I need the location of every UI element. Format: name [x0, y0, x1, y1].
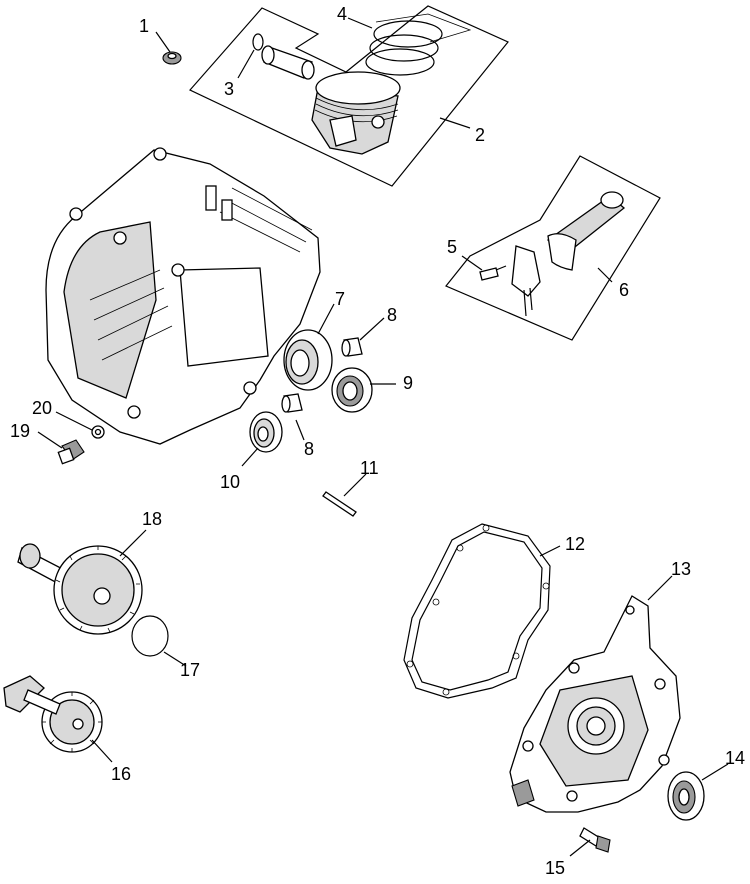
bolt-15 — [579, 827, 611, 853]
callout-8-upper: 8 — [387, 305, 397, 325]
piston — [311, 71, 401, 155]
ball-bearing-10 — [249, 411, 283, 453]
piston-group — [189, 5, 509, 187]
callout-18: 18 — [142, 509, 162, 529]
crankcase-cover — [509, 595, 681, 813]
callout-6: 6 — [619, 280, 629, 300]
piston-rings — [365, 13, 472, 76]
governor-assembly — [3, 675, 103, 753]
rod-cap — [511, 245, 541, 317]
camshaft — [17, 543, 143, 635]
callout-12: 12 — [565, 534, 585, 554]
callout-15: 15 — [545, 858, 565, 878]
snap-ring — [252, 33, 264, 51]
crankcase — [45, 147, 321, 445]
connecting-rod-group — [445, 155, 661, 341]
callout-20: 20 — [32, 398, 52, 418]
callout-7: 7 — [335, 289, 345, 309]
pin-11 — [322, 491, 357, 517]
dowel-pin-upper — [341, 337, 363, 357]
callout-2: 2 — [475, 125, 485, 145]
oil-seal-14 — [667, 771, 705, 821]
nut-part-1 — [162, 51, 182, 65]
callout-16: 16 — [111, 764, 131, 784]
callout-11: 11 — [360, 458, 379, 478]
callout-5: 5 — [447, 237, 457, 257]
callout-4: 4 — [337, 4, 347, 24]
callout-9: 9 — [403, 373, 413, 393]
callout-13: 13 — [671, 559, 691, 579]
callout-labels: 1 2 3 4 5 6 7 8 8 9 10 11 12 13 14 15 16… — [10, 4, 745, 878]
conrod-group-frame — [445, 155, 661, 341]
callout-8-lower: 8 — [304, 439, 314, 459]
ball-bearing-7 — [283, 329, 333, 391]
callout-14: 14 — [725, 748, 745, 768]
drain-plug — [57, 439, 85, 465]
callout-10: 10 — [220, 472, 240, 492]
dowel-pin-lower — [281, 393, 303, 413]
leader-lines — [37, 17, 729, 857]
drain-plug-washer — [91, 425, 105, 439]
piston-group-frame — [189, 5, 509, 187]
connecting-rod — [546, 191, 626, 271]
piston-pin — [261, 45, 315, 80]
callout-19: 19 — [10, 421, 30, 441]
gasket — [403, 523, 551, 699]
callout-17: 17 — [180, 660, 200, 680]
callout-1: 1 — [139, 16, 149, 36]
callout-3: 3 — [224, 79, 234, 99]
o-ring-17 — [131, 615, 169, 657]
oil-seal-9 — [331, 367, 373, 413]
rod-bolt — [479, 265, 507, 281]
